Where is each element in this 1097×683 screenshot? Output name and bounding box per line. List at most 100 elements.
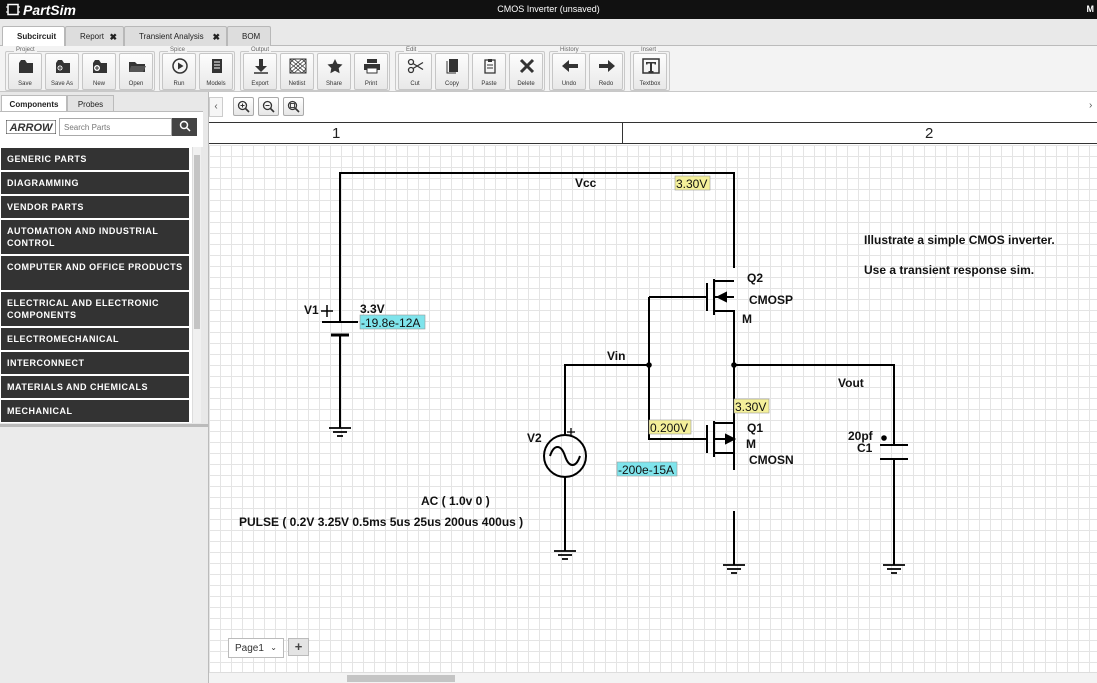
copy-button[interactable]: Copy	[435, 53, 469, 90]
label-pulse-spec[interactable]: PULSE ( 0.2V 3.25V 0.5ms 5us 25us 200us …	[239, 515, 523, 529]
probes	[359, 175, 770, 477]
zoom-out-button[interactable]	[258, 97, 279, 116]
wire-vcc[interactable]	[339, 172, 735, 268]
undo-button[interactable]: Undo	[552, 53, 586, 90]
voltage-probe-box[interactable]	[648, 419, 692, 435]
label-vin[interactable]: Vin	[607, 349, 625, 363]
close-icon[interactable]: ✖	[109, 32, 117, 42]
arrow-left-icon	[562, 60, 578, 72]
label-v2[interactable]: V2	[527, 431, 542, 445]
c1-capacitor[interactable]	[880, 435, 908, 460]
annotation-note-1[interactable]: Illustrate a simple CMOS inverter.	[864, 233, 1055, 247]
label-q2-model[interactable]: CMOSP	[749, 293, 793, 307]
textbox-button[interactable]: Textbox	[633, 53, 667, 90]
add-page-button[interactable]: +	[288, 638, 309, 656]
expand-panel-button[interactable]: ›	[1089, 100, 1093, 111]
label-v1-value[interactable]: 3.3V	[360, 302, 385, 316]
label-v1[interactable]: V1	[304, 303, 319, 317]
label-c1[interactable]: C1	[857, 441, 873, 455]
q1-nmos[interactable]	[706, 421, 737, 457]
zoom-in-button[interactable]	[233, 97, 254, 116]
wire-vin-gate[interactable]	[648, 297, 707, 440]
label-q1-m[interactable]: M	[746, 437, 756, 451]
wire-vin[interactable]	[564, 364, 649, 435]
tab-subcircuit[interactable]: Subcircuit	[2, 26, 65, 47]
label-vout[interactable]: Vout	[838, 376, 864, 390]
new-button[interactable]: New	[82, 53, 116, 90]
category-item[interactable]: MATERIALS AND CHEMICALS	[1, 376, 189, 398]
models-button[interactable]: Models	[199, 53, 233, 90]
partsim-logo[interactable]: PartSim	[6, 1, 76, 18]
q2-pmos[interactable]	[706, 279, 734, 315]
user-menu[interactable]: M	[1086, 4, 1095, 14]
share-button[interactable]: Share	[317, 53, 351, 90]
tab-bom[interactable]: BOM	[227, 26, 271, 46]
label-vcc[interactable]: Vcc	[575, 176, 597, 190]
ground-icon[interactable]	[723, 564, 745, 574]
tab-components[interactable]: Components	[1, 95, 67, 112]
save-button[interactable]: Save	[8, 53, 42, 90]
category-item[interactable]: MECHANICAL	[1, 400, 189, 422]
current-probe-box[interactable]	[359, 314, 426, 330]
label-q1[interactable]: Q1	[747, 421, 763, 435]
group-label: Output	[249, 47, 272, 54]
tab-transient-analysis[interactable]: Transient Analysis✖	[124, 26, 227, 46]
open-button[interactable]: Open	[119, 53, 153, 90]
label-c1-value[interactable]: 20pf	[848, 429, 874, 443]
tab-probes[interactable]: Probes	[67, 95, 114, 112]
ground-symbols	[329, 427, 905, 574]
group-label: Edit	[404, 47, 419, 54]
ground-icon[interactable]	[329, 427, 351, 437]
ground-icon[interactable]	[554, 550, 576, 560]
label-q2[interactable]: Q2	[747, 271, 763, 285]
page-tab[interactable]: Page1⌄	[228, 638, 284, 658]
cut-button[interactable]: Cut	[398, 53, 432, 90]
button-label: Undo	[561, 81, 577, 87]
horizontal-scrollbar[interactable]	[209, 672, 1097, 683]
annotation-note-2[interactable]: Use a transient response sim.	[864, 263, 1034, 277]
category-item[interactable]: ELECTROMECHANICAL	[1, 328, 189, 350]
category-item[interactable]: ELECTRICAL AND ELECTRONIC COMPONENTS	[1, 292, 189, 326]
close-icon[interactable]: ✖	[212, 32, 220, 42]
schematic-canvas[interactable]: Vcc Illustrate a simple CMOS inverter. U…	[209, 145, 1097, 672]
export-button[interactable]: Export	[243, 53, 277, 90]
print-button[interactable]: Print	[354, 53, 388, 90]
button-label: Paste	[481, 81, 497, 87]
run-button[interactable]: Run	[162, 53, 196, 90]
category-item[interactable]: GENERIC PARTS	[1, 148, 189, 170]
redo-button[interactable]: Redo	[589, 53, 623, 90]
v1-source[interactable]	[321, 267, 358, 337]
label-q2-m[interactable]: M	[742, 312, 752, 326]
zoom-fit-button[interactable]	[283, 97, 304, 116]
category-item[interactable]: AUTOMATION AND INDUSTRIAL CONTROL	[1, 220, 189, 254]
label-q1-model[interactable]: CMOSN	[749, 453, 794, 467]
button-label: Save	[18, 81, 32, 87]
ground-icon[interactable]	[883, 564, 905, 574]
label-ac-spec[interactable]: AC ( 1.0v 0 )	[421, 494, 490, 508]
tab-report[interactable]: Report✖	[65, 26, 124, 46]
delete-button[interactable]: Delete	[509, 53, 543, 90]
paste-button[interactable]: Paste	[472, 53, 506, 90]
search-parts-input[interactable]	[59, 118, 172, 136]
category-list: GENERIC PARTS DIAGRAMMING VENDOR PARTS A…	[0, 147, 192, 423]
search-button[interactable]	[172, 118, 197, 136]
category-item[interactable]: DIAGRAMMING	[1, 172, 189, 194]
scrollbar-thumb[interactable]	[194, 155, 200, 329]
collapse-panel-button[interactable]: ‹	[209, 97, 223, 117]
category-scrollbar[interactable]	[192, 147, 201, 423]
voltage-probe-box[interactable]	[733, 398, 770, 414]
wire-vout[interactable]	[734, 364, 895, 445]
scrollbar-thumb[interactable]	[347, 675, 455, 682]
button-label: Redo	[598, 81, 614, 87]
category-item[interactable]: COMPUTER AND OFFICE PRODUCTS	[1, 256, 189, 290]
current-probe-box[interactable]	[616, 461, 678, 477]
category-item[interactable]: VENDOR PARTS	[1, 196, 189, 218]
button-label: Models	[206, 81, 226, 87]
schematic-drawing[interactable]: Vcc Illustrate a simple CMOS inverter. U…	[209, 145, 1097, 672]
netlist-button[interactable]: Netlist	[280, 53, 314, 90]
chevron-down-icon[interactable]: ⌄	[270, 643, 277, 652]
save-as-button[interactable]: Save As	[45, 53, 79, 90]
voltage-probe-box[interactable]	[674, 175, 711, 191]
v2-ac-source[interactable]	[543, 428, 587, 478]
category-item[interactable]: INTERCONNECT	[1, 352, 189, 374]
